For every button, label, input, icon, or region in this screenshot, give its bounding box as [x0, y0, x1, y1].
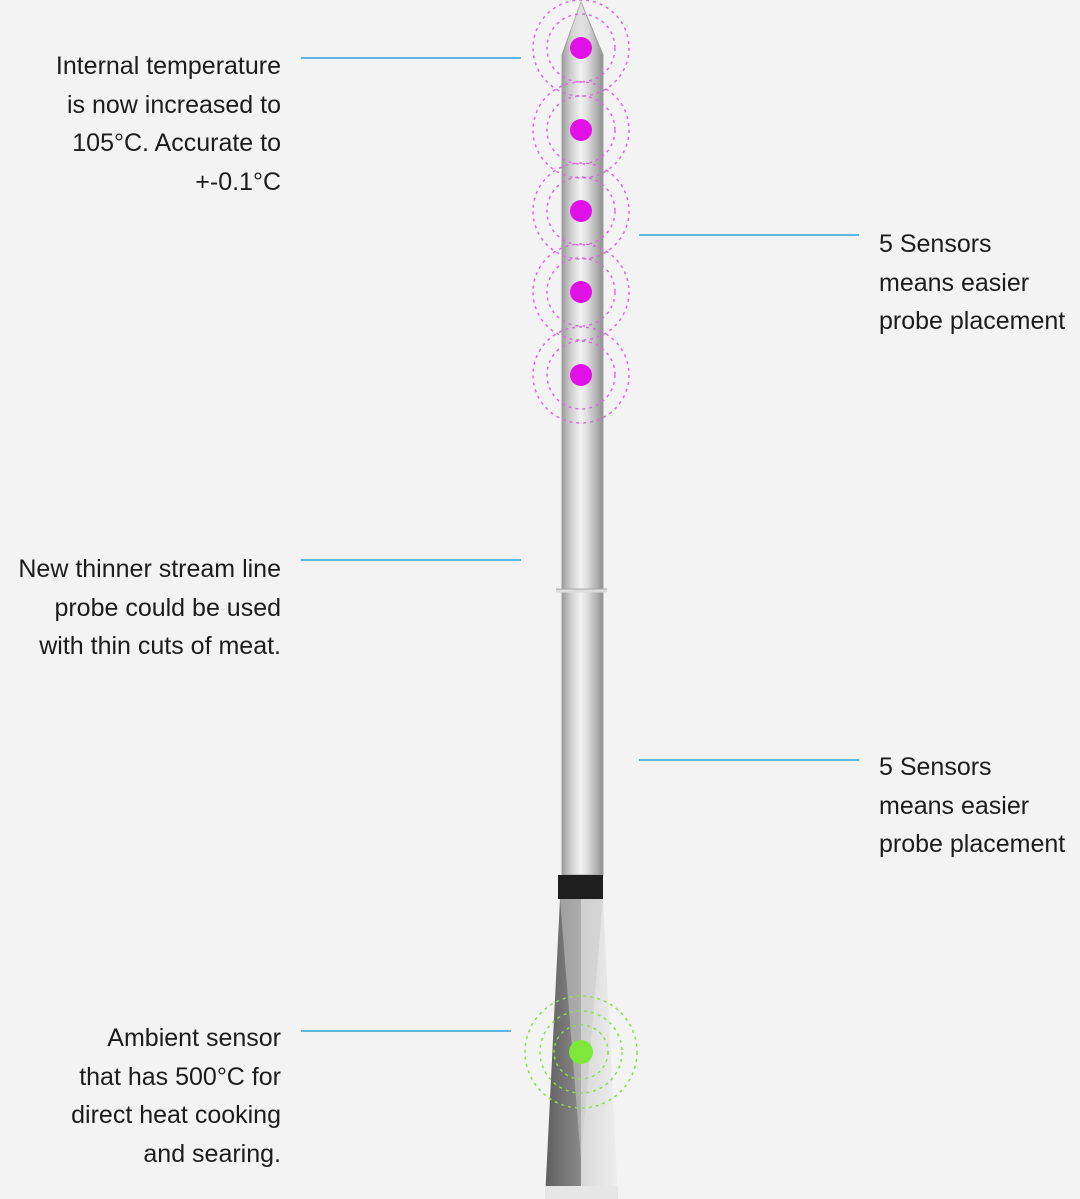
- sensor-dot-3: [570, 200, 592, 222]
- leader-sensors-upper: [639, 234, 859, 236]
- probe-handle-facet: [560, 899, 603, 1160]
- sensor-3: [532, 162, 630, 260]
- callout-line: means easier: [879, 268, 1030, 297]
- callout-sensors-upper: 5 Sensors means easier probe placement: [879, 225, 1065, 341]
- callout-line: 5 Sensors: [879, 230, 992, 258]
- callout-internal-temp: Internal temperature is now increased to…: [56, 47, 281, 201]
- callout-line: probe placement: [879, 830, 1066, 858]
- probe-band: [558, 875, 603, 899]
- callout-sensors-lower: 5 Sensors means easier probe placement: [879, 748, 1065, 864]
- callout-line: and searing.: [143, 1139, 281, 1168]
- leader-internal-temp: [301, 57, 521, 59]
- sensor-dot-5: [570, 364, 592, 386]
- callout-line: Ambient sensor: [107, 1024, 281, 1052]
- callout-line: probe placement: [879, 307, 1066, 335]
- callout-line: that has 500°C for: [79, 1062, 281, 1091]
- callout-line: 5 Sensors: [879, 753, 992, 781]
- callout-ambient-sensor: Ambient sensor that has 500°C for direct…: [71, 1019, 281, 1173]
- sensor-dot-1: [570, 37, 592, 59]
- callout-line: means easier: [879, 791, 1030, 820]
- callout-line: probe could be used: [54, 593, 281, 622]
- ambient-sensor-rings: [524, 995, 638, 1109]
- sensor-4: [532, 243, 630, 341]
- callout-line: Internal temperature: [55, 52, 281, 80]
- callout-line: New thinner stream line: [18, 555, 281, 583]
- callout-line: with thin cuts of meat.: [39, 632, 281, 660]
- leader-sensors-lower: [639, 759, 859, 761]
- leader-ambient-sensor: [301, 1030, 511, 1032]
- callout-line: direct heat cooking: [71, 1101, 281, 1129]
- callout-line: is now increased to: [66, 90, 281, 119]
- callout-line: 105°C. Accurate to: [72, 129, 281, 157]
- sensor-5: [532, 326, 630, 424]
- internal-sensors: [532, 0, 630, 424]
- sensor-dot-2: [570, 119, 592, 141]
- callout-thinner-probe: New thinner stream line probe could be u…: [18, 550, 281, 666]
- leader-thinner-probe: [301, 559, 521, 561]
- ambient-sensor-dot: [569, 1040, 593, 1064]
- callout-line: +-0.1°C: [195, 167, 281, 196]
- sensor-2: [532, 81, 630, 179]
- sensor-dot-4: [570, 281, 592, 303]
- sensor-1: [532, 0, 630, 97]
